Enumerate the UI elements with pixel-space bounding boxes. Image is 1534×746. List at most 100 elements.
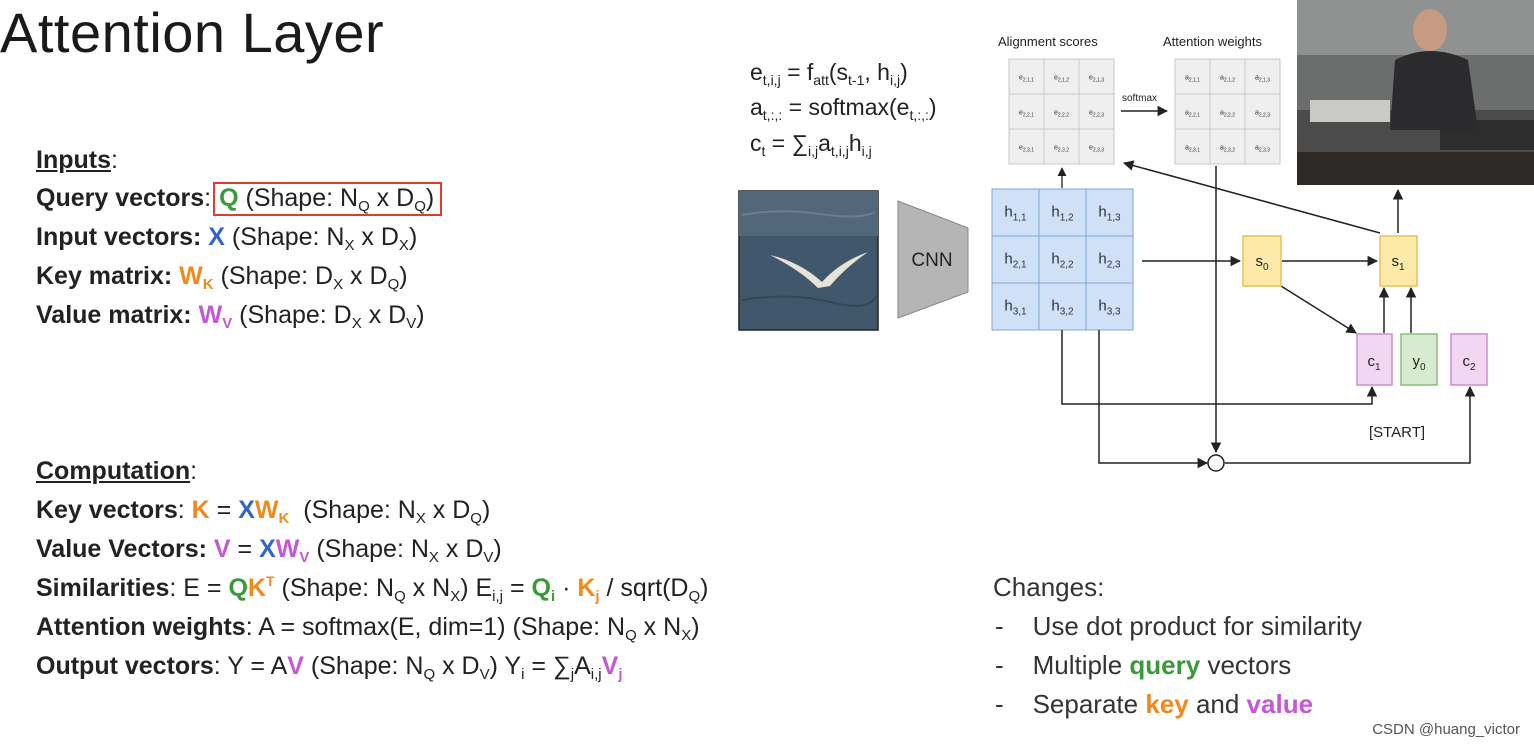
attention-cell xyxy=(1244,128,1281,165)
slide-title: Attention Layer xyxy=(0,1,385,64)
changes-header: Changes: xyxy=(993,572,1105,602)
alignment-cell-label: e2,1,3 xyxy=(1089,75,1104,84)
attention-cell-label: a2,1,1 xyxy=(1185,75,1200,84)
presenter-video-overlay xyxy=(1297,0,1534,185)
feature-cell-label: h3,1 xyxy=(1004,298,1027,318)
alignment-cell-label: e2,3,1 xyxy=(1019,145,1034,154)
equation-softmax: at,:,: = softmax(et,:,:) xyxy=(750,94,937,123)
alignment-cell-label: e2,1,2 xyxy=(1054,75,1069,84)
c1-label: c1 xyxy=(1367,353,1381,373)
alignment-cell xyxy=(1043,93,1080,130)
feature-cell xyxy=(991,188,1040,237)
attention-cell-label: a2,2,3 xyxy=(1255,110,1270,119)
c2-label: c2 xyxy=(1462,353,1476,373)
alignment-cell xyxy=(1008,128,1045,165)
alignment-scores-label: Alignment scores xyxy=(998,34,1098,49)
feature-cell-label: h2,1 xyxy=(1004,251,1027,271)
s1-to-alignment-arrow xyxy=(1122,160,1381,234)
alignment-cell xyxy=(1043,128,1080,165)
alignment-cell xyxy=(1008,93,1045,130)
attention-cell-label: a2,3,3 xyxy=(1255,145,1270,154)
c2-context xyxy=(1450,333,1488,386)
attention-weights-label: Attention weights xyxy=(1163,34,1263,49)
weighted-sum-node xyxy=(1207,454,1225,472)
attention-cell-label: a2,3,1 xyxy=(1185,145,1200,154)
cnn-block xyxy=(897,200,969,319)
attention-cell xyxy=(1209,128,1246,165)
changes-item-1: - Use dot product for similarity xyxy=(995,611,1363,641)
softmax-label: softmax xyxy=(1122,93,1157,104)
feature-cell xyxy=(1038,235,1087,284)
attention-cell xyxy=(1174,93,1211,130)
attention-cell-label: a2,1,2 xyxy=(1220,75,1235,84)
alignment-cell xyxy=(1078,58,1115,95)
attention-cell xyxy=(1209,93,1246,130)
inputs-header: Inputs: xyxy=(36,146,118,174)
y0-token xyxy=(1400,333,1438,386)
feature-cell-label: h1,1 xyxy=(1004,204,1027,224)
attention-cell xyxy=(1174,128,1211,165)
alignment-cell xyxy=(1078,93,1115,130)
attention-cell-label: a2,1,3 xyxy=(1255,75,1270,84)
alignment-cell-label: e2,2,3 xyxy=(1089,110,1104,119)
attention-weights-line: Attention weights: A = softmax(E, dim=1)… xyxy=(36,613,700,644)
bird-photo xyxy=(738,190,879,331)
value-matrix-line: Value matrix: WV (Shape: DX x DV) xyxy=(36,301,425,332)
attention-cell xyxy=(1209,58,1246,95)
feature-cell-label: h2,2 xyxy=(1051,251,1074,271)
alignment-cell-label: e2,1,1 xyxy=(1019,75,1034,84)
alignment-cell xyxy=(1008,58,1045,95)
c1-context xyxy=(1356,333,1393,386)
feature-cell-label: h3,2 xyxy=(1051,298,1074,318)
s0-to-c1-arrow xyxy=(1280,285,1357,334)
feature-cell xyxy=(1085,282,1134,331)
alignment-cell-label: e2,2,1 xyxy=(1019,110,1034,119)
feature-cell-label: h1,3 xyxy=(1098,204,1121,224)
attention-cell-label: a2,3,2 xyxy=(1220,145,1235,154)
value-vectors-line: Value Vectors: V = XWV (Shape: NX x DV) xyxy=(36,535,502,566)
changes-item-3: - Separate key and value xyxy=(995,689,1314,719)
feature-cell-label: h1,2 xyxy=(1051,204,1074,224)
input-vectors-line: Input vectors: X (Shape: NX x DX) xyxy=(36,223,418,254)
equation-context: ct = ∑i,jat,i,jhi,j xyxy=(750,130,872,159)
alignment-cell xyxy=(1043,58,1080,95)
feature-cell-label: h3,3 xyxy=(1098,298,1121,318)
feature-cell xyxy=(991,282,1040,331)
alignment-cell-label: e2,3,2 xyxy=(1054,145,1069,154)
similarities-line: Similarities: E = QKT (Shape: NQ x NX) E… xyxy=(36,573,709,605)
attention-cell-label: a2,2,1 xyxy=(1185,110,1200,119)
cnn-label: CNN xyxy=(911,250,952,271)
attention-cell-label: a2,2,2 xyxy=(1220,110,1235,119)
feature-cell xyxy=(991,235,1040,284)
sum-to-c2-line xyxy=(1225,385,1476,464)
attention-cell xyxy=(1174,58,1211,95)
features-to-c1-line xyxy=(1061,330,1378,405)
alignment-cell xyxy=(1078,128,1115,165)
feature-grid: h1,1 h1,2 h1,3 h2,1 h2,2 h2,3 h3,1 h3,2 h3,3 xyxy=(991,188,1134,331)
y0-label: y0 xyxy=(1412,353,1426,373)
query-vectors-line: Query vectors:Q (Shape: NQ x DQ) xyxy=(36,182,443,216)
start-token-label: [START] xyxy=(1369,424,1425,441)
changes-item-2: - Multiple query vectors xyxy=(995,650,1292,680)
feature-cell xyxy=(1038,188,1087,237)
s1-state xyxy=(1379,235,1418,287)
attention-cell xyxy=(1244,58,1281,95)
alignment-cell-label: e2,2,2 xyxy=(1054,110,1069,119)
attention-cell xyxy=(1244,93,1281,130)
s0-label: s0 xyxy=(1255,253,1269,273)
output-vectors-line: Output vectors: Y = AV (Shape: NQ x DV) … xyxy=(36,652,623,683)
watermark: CSDN @huang_victor xyxy=(1372,721,1520,738)
key-matrix-line: Key matrix: WK (Shape: DX x DQ) xyxy=(36,262,408,293)
s1-label: s1 xyxy=(1391,253,1405,273)
alignment-scores-grid: e2,1,1 e2,1,2 e2,1,3 e2,2,1 e2,2,2 e2,2,3 e2,3… xyxy=(1008,58,1115,165)
features-to-sum-line xyxy=(1098,330,1209,469)
key-vectors-line: Key vectors: K = XWK (Shape: NX x DQ) xyxy=(36,496,491,527)
query-highlight-box: Q (Shape: NQ x DQ) xyxy=(213,182,443,216)
alignment-cell-label: e2,3,3 xyxy=(1089,145,1104,154)
attention-weights-grid: a2,1,1 a2,1,2 a2,1,3 a2,2,1 a2,2,2 a2,2,3 a2,3… xyxy=(1174,58,1281,165)
equation-alignment: et,i,j = fatt(st-1, hi,j) xyxy=(750,59,908,88)
s0-state xyxy=(1242,235,1282,287)
feature-cell xyxy=(1085,235,1134,284)
feature-cell-label: h2,3 xyxy=(1098,251,1121,271)
